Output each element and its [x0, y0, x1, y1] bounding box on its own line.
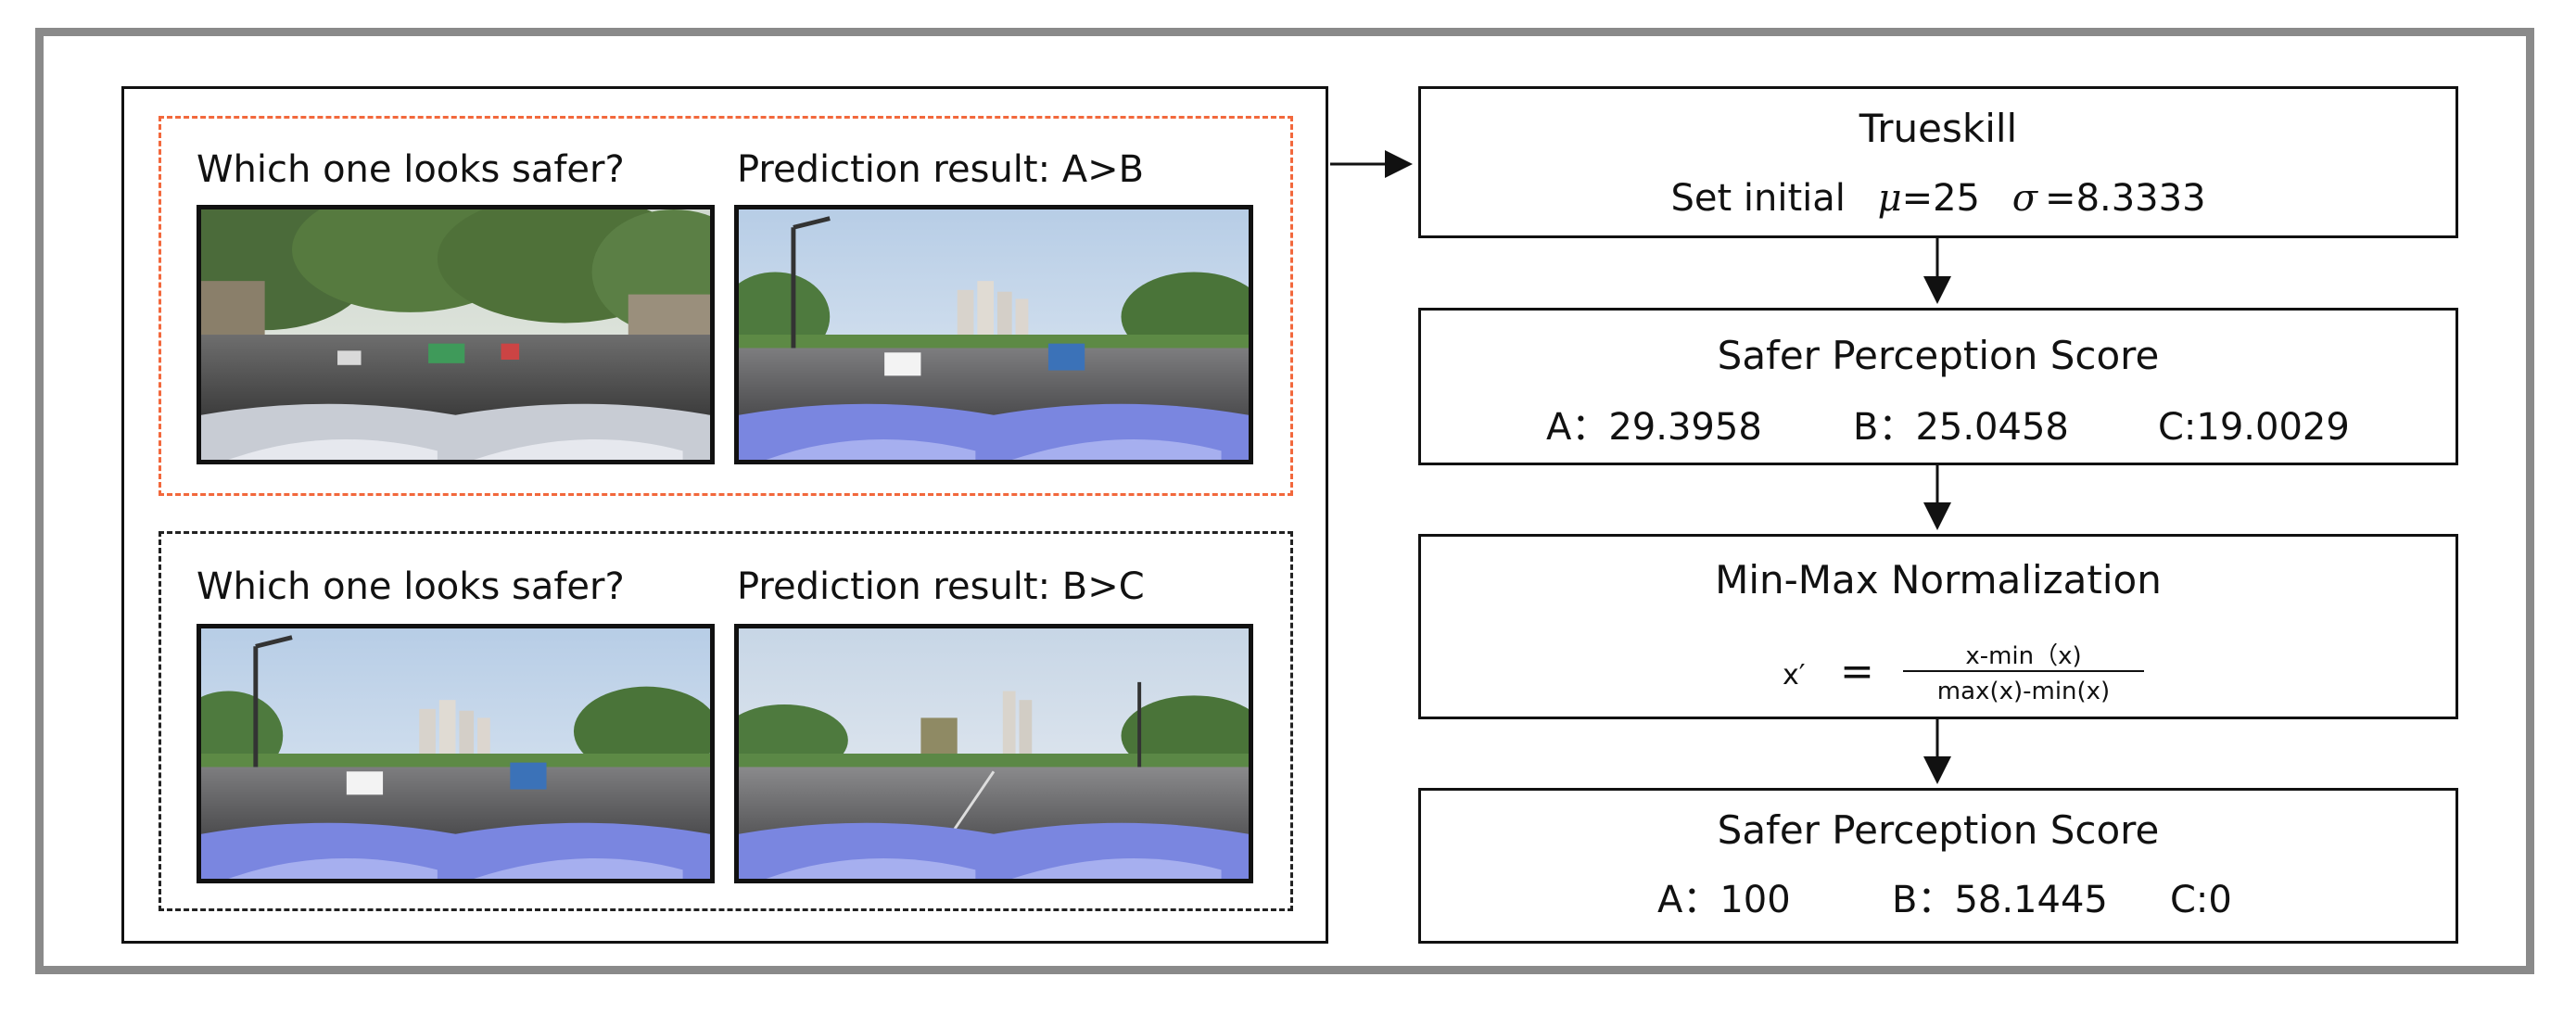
initial-label: Set initial [1670, 177, 1846, 220]
photo-road-b-top [734, 205, 1253, 464]
score-raw-b: B：25.0458 [1853, 406, 2069, 449]
pair-a-group [159, 116, 1293, 496]
score-raw-a: A：29.3958 [1546, 406, 1762, 449]
formula-numerator: x-min（x) [1965, 642, 2082, 670]
step-score-normalized-title: Safer Perception Score [1717, 807, 2160, 853]
formula-denominator: max(x)-min(x) [1936, 678, 2111, 705]
sigma-symbol: σ [2011, 177, 2038, 220]
photo-street-a [197, 205, 715, 464]
step-score-raw-title: Safer Perception Score [1717, 333, 2160, 378]
mu-symbol: μ [1877, 177, 1902, 220]
step-minmax: Min-Max Normalization x′ = x-min（x) max(… [1418, 534, 2458, 719]
formula-fraction-bar [1903, 670, 2144, 672]
score-norm-b: B：58.1445 [1892, 879, 2108, 921]
formula-lhs: x′ [1783, 659, 1806, 691]
trueskill-initial-params: Set initial μ=25 σ=8.3333 [1421, 180, 2455, 217]
score-norm-c: C:0 [2170, 879, 2232, 921]
formula-equals: = [1840, 648, 1874, 695]
score-norm-a: A：100 [1657, 879, 1791, 921]
step-score-normalized: Safer Perception Score A：100 B：58.1445 C… [1418, 788, 2458, 944]
pair-b-group [159, 531, 1293, 911]
step-minmax-title: Min-Max Normalization [1715, 557, 2162, 603]
step-trueskill: Trueskill Set initial μ=25 σ=8.3333 [1418, 86, 2458, 238]
pair-b-question: Which one looks safer? [197, 565, 625, 608]
minmax-formula: x′ = x-min（x) max(x)-min(x) [1421, 637, 2455, 711]
photo-road-c [734, 624, 1253, 883]
sigma-value: =8.3333 [2045, 177, 2206, 220]
pair-a-question: Which one looks safer? [197, 148, 625, 191]
photo-road-b-bottom [197, 624, 715, 883]
step-trueskill-title: Trueskill [1859, 106, 2018, 151]
pair-b-result: Prediction result: B>C [737, 565, 1145, 608]
score-raw-c: C:19.0029 [2158, 406, 2350, 449]
pair-a-result: Prediction result: A>B [737, 148, 1145, 191]
step-score-raw: Safer Perception Score A：29.3958 B：25.04… [1418, 308, 2458, 465]
mu-value: =25 [1901, 177, 1981, 220]
